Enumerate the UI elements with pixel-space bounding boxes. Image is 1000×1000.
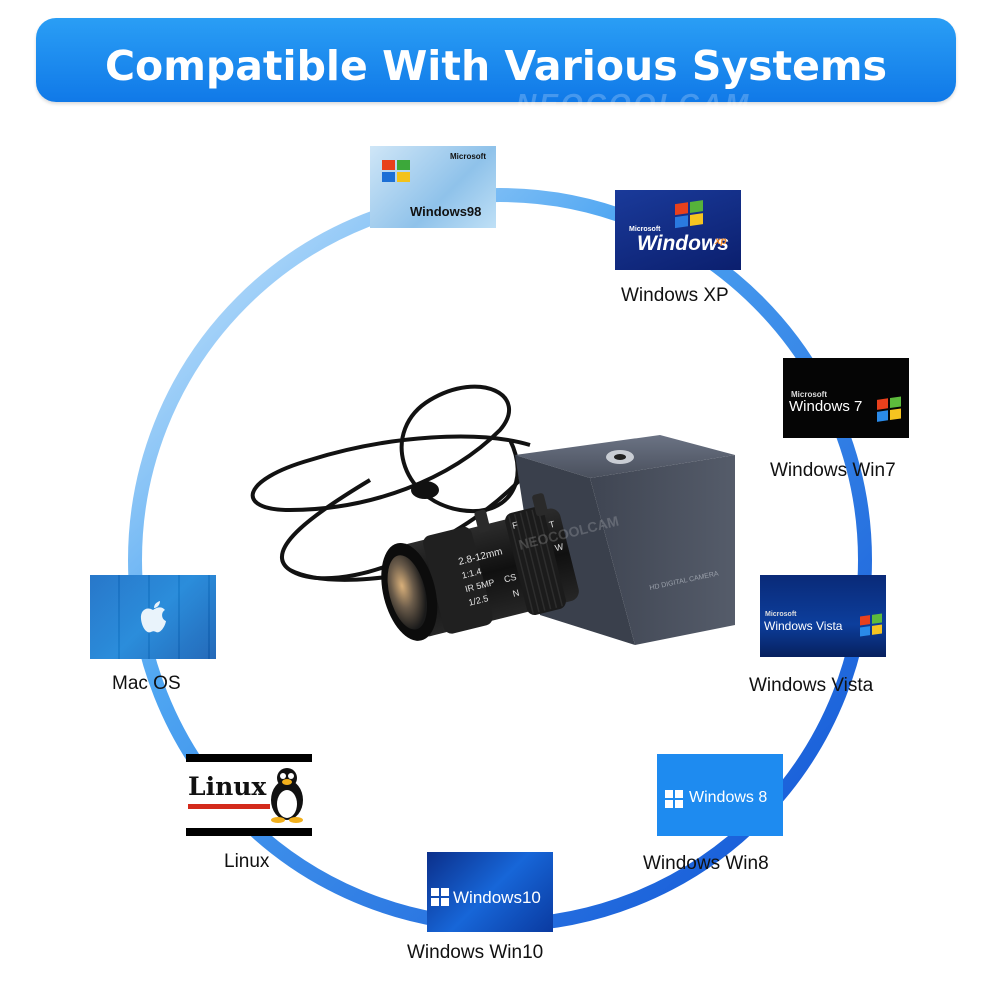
windows8-tile: Windows 8: [657, 754, 783, 836]
label-windows-vista: Windows Vista: [749, 675, 874, 696]
linux-tile: Linux: [186, 754, 312, 836]
title-banner: Compatible With Various Systems NEOCOOLC…: [36, 18, 956, 119]
camera-lens: 2.8-12mm 1:1.4 IR 5MP 1/2.5 CS N W T F: [381, 493, 579, 641]
win10-name: Windows10: [453, 888, 541, 907]
usb-camera-illustration: HD DIGITAL CAMERA 2.8-12mm 1:1.4 IR 5MP …: [250, 384, 735, 645]
linux-name: Linux: [188, 772, 267, 801]
windows8-logo-icon: [665, 790, 683, 808]
banner-watermark: NEOCOOLCAM: [516, 88, 752, 119]
label-windows-win7: Windows Win7: [770, 460, 896, 481]
winxp-small: Microsoft: [629, 226, 661, 233]
label-mac-os: Mac OS: [112, 673, 181, 694]
win7-name: Windows 7: [789, 398, 863, 415]
label-windows-xp: Windows XP: [621, 285, 729, 306]
zoom-screw: [532, 493, 548, 517]
windowsxp-tile: Microsoft Windows xp: [615, 190, 741, 270]
label-linux: Linux: [224, 851, 270, 872]
lens-marking-f: F: [511, 520, 519, 531]
lens-marking-aperture: 1:1.4: [461, 566, 483, 581]
windows-flag-icon: [382, 160, 412, 182]
win98-small: Microsoft: [450, 152, 486, 161]
vista-small: Microsoft: [765, 611, 797, 618]
tux-penguin-icon: [271, 768, 303, 823]
lens-marking-n: N: [512, 587, 521, 598]
vista-name: Windows Vista: [764, 619, 843, 633]
windows-flag-icon: [860, 613, 882, 637]
lens-marking-t: T: [548, 519, 556, 530]
windows-flag-icon: [877, 396, 903, 422]
windows7-tile: Microsoft Windows 7: [783, 358, 909, 438]
lens-marking-w: W: [554, 541, 565, 553]
lens-marking-format: 1/2.5: [467, 593, 489, 608]
label-windows-win8: Windows Win8: [643, 853, 769, 874]
windows10-logo-icon: [431, 888, 449, 906]
lens-marking-mount: CS: [503, 572, 518, 585]
win7-small: Microsoft: [791, 390, 827, 399]
windows10-tile: Windows10: [427, 852, 553, 932]
camera-body-side: [590, 455, 735, 645]
macos-tile: [90, 575, 216, 659]
winxp-name: Windows: [637, 232, 729, 255]
label-windows-win10: Windows Win10: [407, 942, 544, 963]
windowsvista-tile: Microsoft Windows Vista: [760, 575, 886, 657]
focus-screw: [474, 509, 491, 533]
winxp-sup: xp: [715, 236, 727, 247]
apple-logo-icon: [140, 601, 166, 633]
windows98-tile: Microsoft Windows98: [370, 146, 496, 228]
windows-flag-icon: [675, 200, 705, 229]
win98-name: Windows98: [410, 204, 482, 219]
win8-name: Windows 8: [689, 789, 768, 806]
banner-title: Compatible With Various Systems: [104, 42, 888, 90]
